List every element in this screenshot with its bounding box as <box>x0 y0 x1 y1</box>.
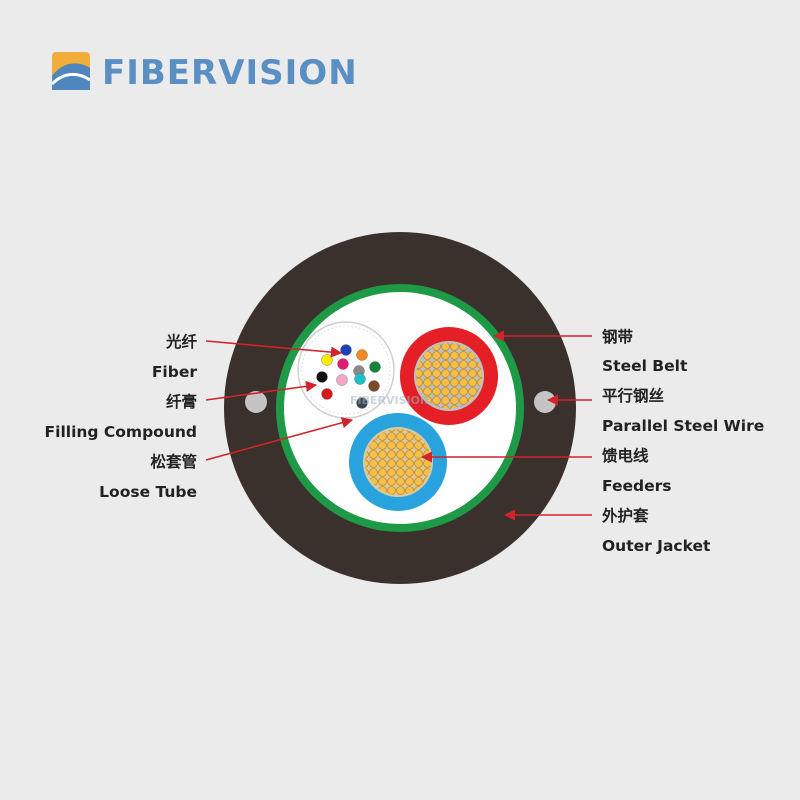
fiber-strand <box>316 371 328 383</box>
label-fiber-en: Fiber <box>152 363 198 381</box>
fiber-strand <box>354 373 366 385</box>
parallel-steel-wire-right <box>534 391 556 413</box>
fiber-strand <box>340 344 352 356</box>
right-labels: 钢带 Steel Belt 平行钢丝 Parallel Steel Wire 馈… <box>602 327 764 555</box>
leader-lines <box>205 330 592 521</box>
fiber-strand <box>369 361 381 373</box>
label-steel-wire-zh: 平行钢丝 <box>602 386 664 405</box>
fiber-strand <box>336 374 348 386</box>
label-fiber-zh: 光纤 <box>165 332 198 351</box>
label-filling-zh: 纤膏 <box>166 392 197 411</box>
fiber-strand <box>321 354 333 366</box>
label-jacket-en: Outer Jacket <box>602 537 711 555</box>
parallel-steel-wire-left <box>245 391 267 413</box>
feeder-blue <box>349 413 447 511</box>
label-loose-tube-en: Loose Tube <box>99 483 197 501</box>
brand-logo: FIBERVISION <box>50 52 358 93</box>
label-steel-belt-zh: 钢带 <box>602 327 634 346</box>
fiber-strand <box>356 397 368 409</box>
fiber-strand <box>337 358 349 370</box>
left-labels: 光纤 Fiber 纤膏 Filling Compound 松套管 Loose T… <box>45 332 198 501</box>
logo-mark-icon <box>50 52 91 90</box>
cable: FIBERVISION <box>224 232 576 584</box>
arrow-filling <box>205 380 318 401</box>
label-loose-tube-zh: 松套管 <box>150 452 197 471</box>
arrow-loose-tube <box>205 417 354 461</box>
fiber-group <box>316 344 381 409</box>
watermark: FIBERVISION <box>350 394 429 407</box>
label-feeders-zh: 馈电线 <box>602 446 649 465</box>
arrow-fiber <box>205 340 343 358</box>
fiber-strand <box>368 380 380 392</box>
label-filling-en: Filling Compound <box>45 423 197 441</box>
fiber-strand <box>321 388 333 400</box>
feeder-red <box>400 327 498 425</box>
fiber-strand <box>356 349 368 361</box>
brand-name: FIBERVISION <box>102 53 358 93</box>
loose-tube-inner <box>301 325 391 415</box>
label-jacket-zh: 外护套 <box>602 506 649 525</box>
label-feeders-en: Feeders <box>602 477 671 495</box>
label-steel-wire-en: Parallel Steel Wire <box>602 417 764 435</box>
label-steel-belt-en: Steel Belt <box>602 357 688 375</box>
